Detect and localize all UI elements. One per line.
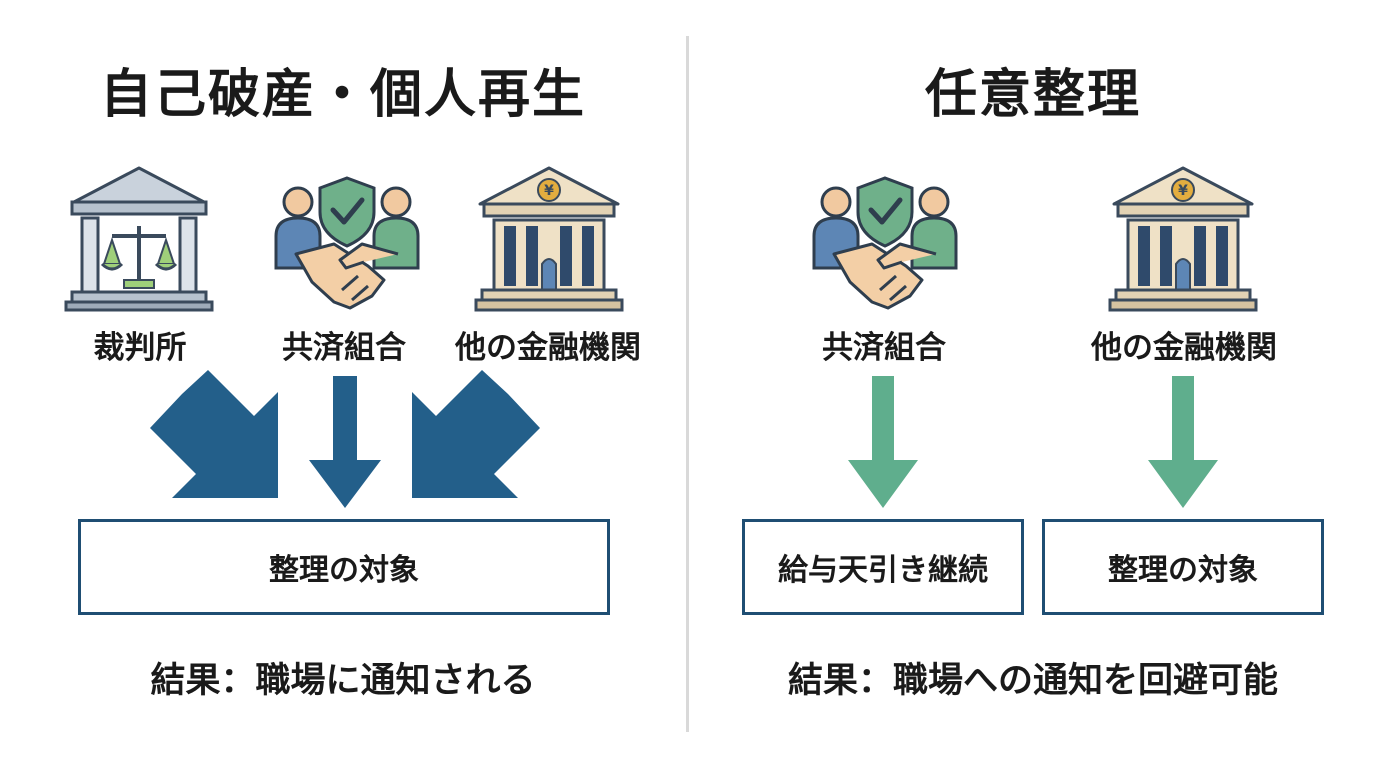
result-text-left: 結果：職場に通知される: [150, 661, 536, 701]
payroll-deduction-box: 給与天引き継続: [742, 519, 1024, 615]
source-label-other-bank: 他の金融機関: [1091, 330, 1277, 366]
arrow-other-bank-to-target: [412, 370, 540, 498]
panel-title-bankruptcy: 自己破産・個人再生: [99, 65, 586, 125]
arrow-court-to-target: [150, 370, 278, 498]
arrow-other-bank-to-target: [1148, 376, 1218, 508]
source-label-mutual-aid: 共済組合: [282, 330, 406, 366]
arrow-mutual-aid-to-target: [309, 376, 381, 508]
target-box-right: 整理の対象: [1042, 519, 1324, 615]
panel-voluntary: 任意整理 共済組合 他の金融機関 給与天引き継続 整理の対象 結果：職場への通知…: [690, 0, 1376, 768]
center-divider: [686, 36, 689, 732]
source-label-mutual-aid: 共済組合: [822, 330, 946, 366]
result-text-right: 結果：職場への通知を回避可能: [787, 661, 1278, 701]
bank-yen-icon: [474, 164, 624, 314]
panel-bankruptcy: 自己破産・個人再生 裁判所 共済組合 他の金融機関 整理の対象 結果：職場に通知…: [0, 0, 686, 768]
handshake-shield-icon: [272, 172, 422, 322]
source-label-other-bank: 他の金融機関: [455, 330, 641, 366]
bank-yen-icon: [1108, 164, 1258, 314]
handshake-shield-icon: [810, 172, 960, 322]
source-label-court: 裁判所: [93, 330, 187, 366]
target-box-left: 整理の対象: [78, 519, 610, 615]
courthouse-icon: [64, 164, 214, 314]
panel-title-voluntary: 任意整理: [924, 65, 1141, 125]
arrow-mutual-aid-to-payroll: [848, 376, 918, 508]
